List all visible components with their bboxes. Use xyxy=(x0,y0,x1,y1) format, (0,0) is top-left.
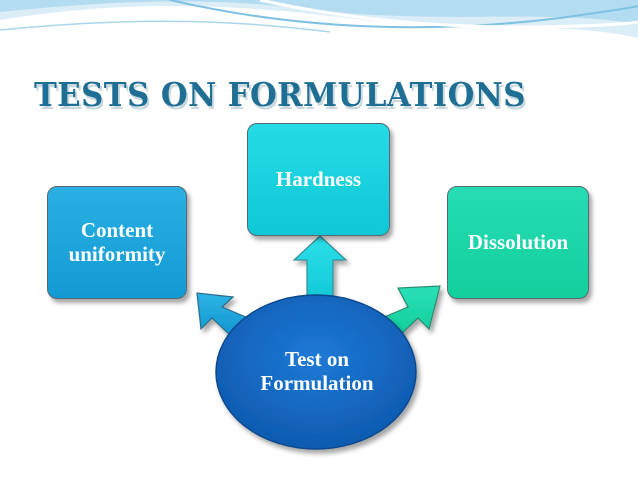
node-content-uniformity-label: Content uniformity xyxy=(68,217,166,266)
arrow-up xyxy=(292,235,348,301)
node-hardness: Hardness xyxy=(247,123,390,236)
node-hardness-label: Hardness xyxy=(275,167,362,191)
center-label: Test on Formulation xyxy=(222,347,412,395)
center-circle xyxy=(215,294,417,450)
arrow-left xyxy=(196,292,250,337)
page-title: TESTS ON FORMULATIONS xyxy=(34,75,526,114)
center-label-text: Test on Formulation xyxy=(260,347,374,396)
header-swoosh xyxy=(0,0,638,38)
node-dissolution-label: Dissolution xyxy=(467,229,569,254)
node-content-uniformity: Content uniformity xyxy=(47,186,187,299)
node-dissolution: Dissolution xyxy=(447,186,589,299)
